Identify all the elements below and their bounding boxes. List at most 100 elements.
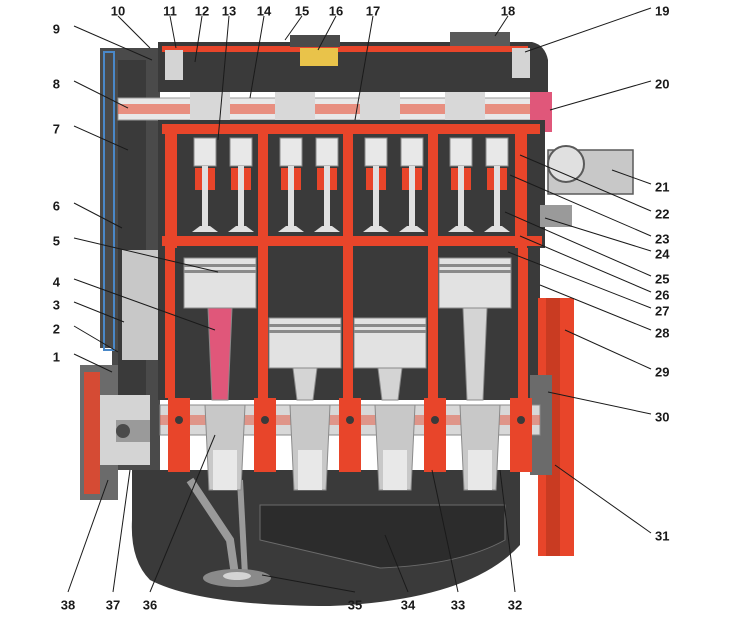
leader-line [73,25,153,61]
valve [192,137,218,232]
callout-label: 15 [295,3,309,18]
callout-label: 37 [106,597,120,612]
callout-label: 25 [655,271,669,286]
callout-label: 32 [508,597,522,612]
valve [363,137,389,232]
leader-line [611,169,652,185]
leader-line [261,574,356,593]
leader-line [112,469,131,593]
callout-label: 7 [53,121,60,136]
callout-label: 12 [195,3,209,18]
callout-label: 16 [329,3,343,18]
callout-label: 1 [53,349,60,364]
valve [314,137,340,232]
leader-line [494,15,509,37]
leader-line [547,391,652,415]
callout-label: 35 [348,597,362,612]
leader-line [73,80,129,109]
main-bearing [254,398,276,472]
callout-label: 2 [53,321,60,336]
leader-line [431,469,459,593]
main-bearing [339,398,361,472]
callout-label: 19 [655,3,669,18]
callout-label: 29 [655,364,669,379]
leader-line [554,464,652,534]
leader-line [507,251,652,309]
main-bearing [168,398,190,472]
leader-line [169,15,177,49]
leader-line [544,217,652,252]
flywheel [530,298,574,556]
leader-line [549,80,652,111]
pistons [183,257,512,401]
leader-line [564,329,652,370]
callout-label: 28 [655,325,669,340]
leader-line [73,325,119,353]
leader-line [149,434,216,593]
callout-label: 31 [655,528,669,543]
callout-label: 23 [655,231,669,246]
leader-line [509,174,652,237]
callout-label: 38 [61,597,75,612]
leader-line [217,15,230,141]
callout-label: 21 [655,179,669,194]
valve [278,137,304,232]
leader-line [194,15,203,63]
callout-label: 22 [655,206,669,221]
leader-line [317,15,337,51]
crank-web [204,404,246,491]
leader-line [73,125,129,151]
leader-line [117,15,151,49]
callout-label: 36 [143,597,157,612]
crank-web [374,404,416,491]
valve [484,137,510,232]
leader-line [524,7,652,53]
callout-label: 34 [401,597,416,612]
callout-label: 14 [257,3,272,18]
piston [353,317,427,401]
leader-line [73,353,113,373]
callout-label: 6 [53,198,60,213]
valve [448,137,474,232]
callout-label: 11 [163,3,177,18]
leader-line [384,534,409,593]
crank-web [459,404,501,491]
callout-label: 8 [53,76,60,91]
callout-label: 24 [655,246,670,261]
leader-line [73,202,123,229]
callout-label: 9 [53,21,60,36]
callout-label: 4 [53,274,61,289]
leader-line [539,284,652,331]
leader-line [504,211,652,277]
callout-leaders [67,7,652,593]
callout-label: 26 [655,287,669,302]
leader-line [73,301,125,323]
leader-line [73,237,219,273]
callout-label: 5 [53,233,60,248]
valve [228,137,254,232]
valves [192,137,510,232]
crank-pulley [80,365,150,500]
callout-label: 10 [111,3,125,18]
leader-line [519,235,652,293]
thermostat-housing [540,145,634,227]
callout-label: 17 [366,3,380,18]
leader-line [354,15,374,121]
crank-web [289,404,331,491]
leader-line [519,154,652,212]
leader-line [499,469,516,593]
leader-line [73,278,216,331]
callout-label: 18 [501,3,515,18]
callout-label: 13 [222,3,236,18]
main-bearings [168,398,532,491]
valve [399,137,425,232]
leader-line [67,479,109,593]
head-cover [158,32,548,92]
piston [438,257,512,401]
oil-pickup [186,477,271,587]
callout-label: 33 [451,597,465,612]
callout-label: 3 [53,297,60,312]
callout-label: 27 [655,303,669,318]
